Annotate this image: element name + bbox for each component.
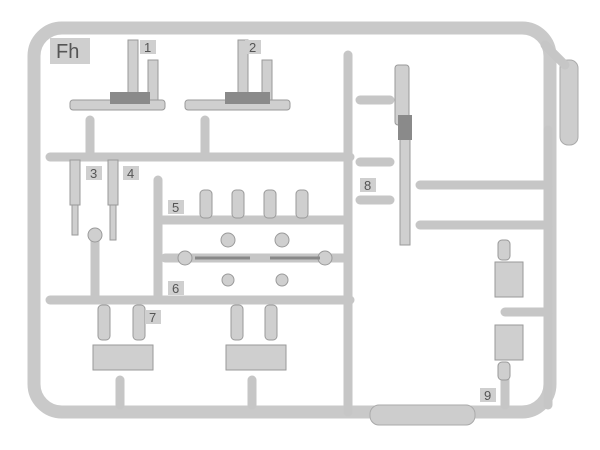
tag-3: 3 [90, 166, 97, 181]
frame-gate-right [559, 59, 579, 146]
part-7-boxes [92, 304, 287, 371]
part-9 [494, 239, 524, 381]
tag-6: 6 [172, 281, 179, 296]
runners [45, 50, 553, 417]
part-1-weapon [69, 39, 166, 111]
tag-2: 2 [249, 40, 256, 55]
tag-7: 7 [149, 310, 156, 325]
tag-8: 8 [364, 178, 371, 193]
tag-9: 9 [484, 388, 491, 403]
tag-1: 1 [144, 40, 151, 55]
tag-5: 5 [172, 200, 179, 215]
parts-3-4 [69, 159, 119, 243]
part-6 [177, 232, 333, 287]
frame-label-box [50, 38, 90, 64]
part-5-pegs [199, 189, 309, 219]
tag-4: 4 [127, 166, 134, 181]
part-8-rifle [394, 64, 412, 246]
runner [540, 40, 570, 70]
part-2-weapon [184, 39, 291, 111]
frame-label: Fh [56, 41, 79, 63]
part-number-tags: Fh 1 2 3 4 5 6 7 8 9 [50, 38, 496, 403]
frame-gate-bottom [369, 404, 476, 426]
